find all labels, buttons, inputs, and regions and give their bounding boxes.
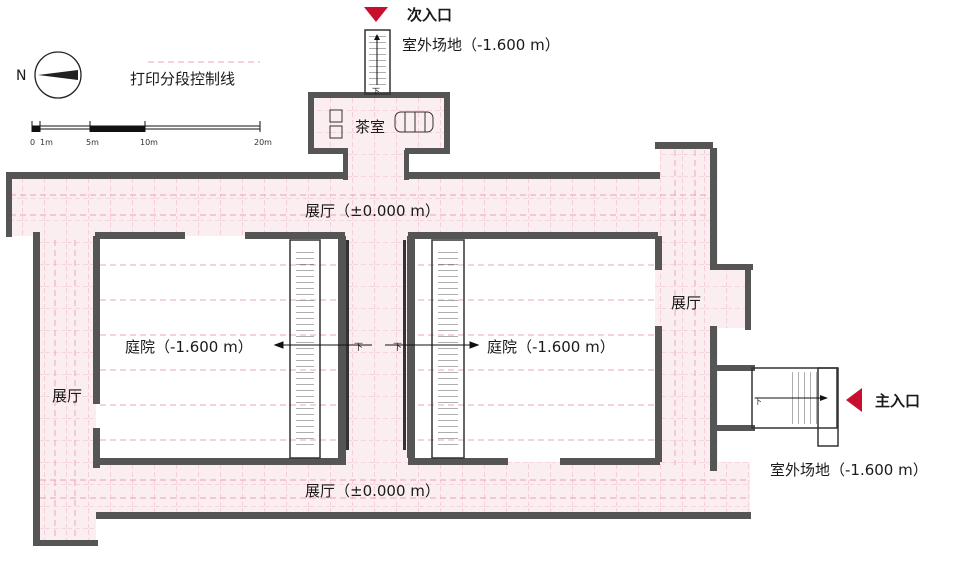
hall-bottom-label: 展厅（±0.000 m） (305, 482, 440, 500)
down-mark-left: 下 (354, 343, 363, 353)
down-mark-right: 下 (393, 343, 402, 353)
main-entrance-label: 主入口 (875, 392, 920, 410)
scale-tick-5: 5m (86, 138, 99, 147)
secondary-entrance-label: 次入口 (407, 6, 452, 24)
walls (6, 92, 755, 546)
down-mark-top: 下 (372, 87, 380, 96)
scale-tick-20: 20m (254, 138, 272, 147)
secondary-entrance-stairs (364, 29, 391, 95)
tea-room-furniture (329, 109, 434, 139)
tea-room-label: 茶室 (355, 118, 385, 136)
north-arrow-icon (34, 51, 82, 99)
courtyard-right-label: 庭院（-1.600 m） (487, 338, 615, 356)
right-courtyard-stairs (431, 239, 465, 459)
down-mark-main: 下 (754, 397, 762, 406)
outdoor-top-label: 室外场地（-1.600 m） (402, 36, 560, 54)
hall-right-label: 展厅 (671, 294, 701, 312)
scale-tick-1: 1m (40, 138, 53, 147)
floor-areas (8, 95, 750, 541)
scale-bar (31, 121, 261, 132)
courtyard-arrows (273, 341, 480, 349)
outdoor-bottom-label: 室外场地（-1.600 m） (770, 461, 928, 479)
print-line-legend-label: 打印分段控制线 (130, 70, 235, 88)
triangle-marker-icon (364, 7, 388, 22)
hall-top-label: 展厅（±0.000 m） (305, 202, 440, 220)
courtyard-left-label: 庭院（-1.600 m） (125, 338, 253, 356)
triangle-marker-icon-main (846, 388, 862, 412)
north-label: N (16, 68, 26, 84)
scale-tick-10: 10m (140, 138, 158, 147)
scale-tick-0: 0 (30, 138, 35, 147)
hall-left-label: 展厅 (52, 387, 82, 405)
main-entrance-stairs (751, 367, 839, 447)
left-courtyard-stairs (289, 239, 321, 459)
